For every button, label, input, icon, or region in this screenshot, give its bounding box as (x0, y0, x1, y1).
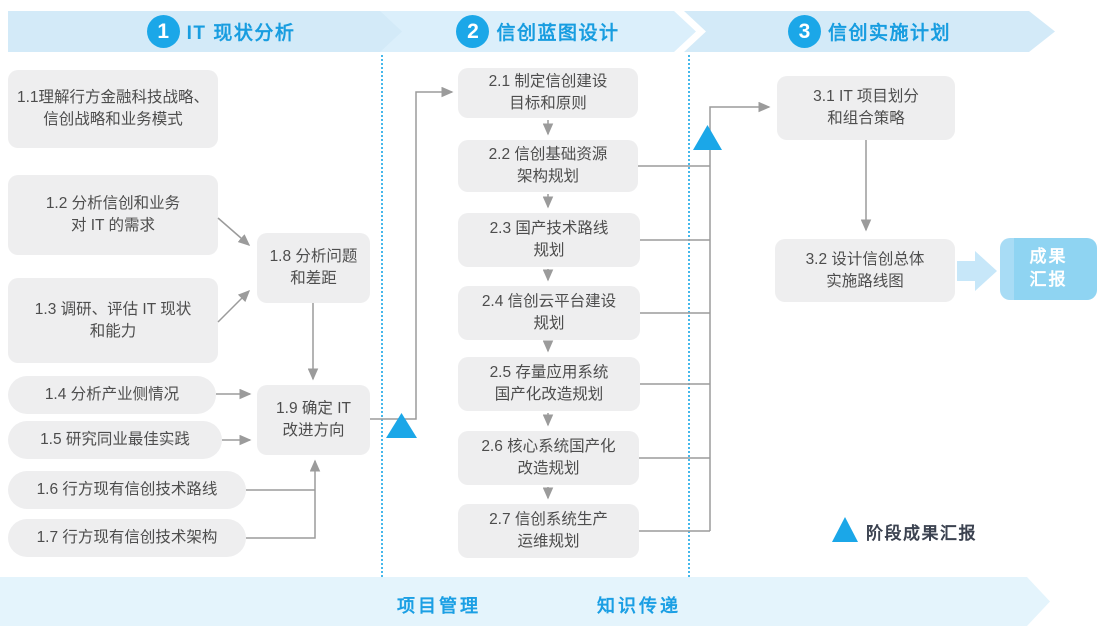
box-2-2: 2.2 信创基础资源 架构规划 (458, 140, 638, 192)
box-1-4: 1.4 分析产业侧情况 (8, 376, 216, 414)
phase-band-3: 3 信创实施计划 (684, 11, 1055, 52)
phase-number-badge-1: 1 (147, 15, 180, 48)
box-1-7: 1.7 行方现有信创技术架构 (8, 519, 246, 557)
box-1-5: 1.5 研究同业最佳实践 (8, 421, 222, 459)
box-2-3: 2.3 国产技术路线 规划 (458, 213, 640, 267)
phase-title-2: 信创蓝图设计 (496, 23, 620, 44)
milestone-triangle-icon-1 (386, 413, 417, 438)
footer-band (0, 577, 1050, 626)
box-1-9: 1.9 确定 IT 改进方向 (257, 385, 370, 455)
box-1-1: 1.1理解行方金融科技战略、 信创战略和业务模式 (8, 70, 218, 148)
phase-title-3: 信创实施计划 (827, 23, 951, 44)
box-2-5: 2.5 存量应用系统 国产化改造规划 (458, 357, 640, 411)
phase-band-2: 2 信创蓝图设计 (380, 11, 696, 52)
box-3-1: 3.1 IT 项目划分 和组合策略 (777, 76, 955, 140)
phase-band-1: 1 IT 现状分析 (8, 11, 412, 52)
phase-number-badge-3: 3 (788, 15, 821, 48)
result-arrow-icon (957, 251, 997, 291)
box-1-2: 1.2 分析信创和业务 对 IT 的需求 (8, 175, 218, 255)
footer-item-knowledge-transfer: 知识传递 (597, 596, 681, 616)
phase-number-badge-2: 2 (456, 15, 489, 48)
box-1-3: 1.3 调研、评估 IT 现状 和能力 (8, 278, 218, 363)
box-2-1: 2.1 制定信创建设 目标和原则 (458, 68, 638, 118)
legend-triangle-icon (832, 517, 858, 542)
box-2-4: 2.4 信创云平台建设 规划 (458, 286, 640, 340)
phase-divider-1 (381, 55, 383, 577)
box-2-7: 2.7 信创系统生产 运维规划 (458, 504, 639, 558)
footer-item-project-management: 项目管理 (397, 596, 481, 616)
box-3-2: 3.2 设计信创总体 实施路线图 (775, 239, 955, 302)
phase-title-1: IT 现状分析 (186, 23, 296, 44)
milestone-triangle-icon-2 (693, 125, 722, 150)
box-2-6: 2.6 核心系统国产化 改造规划 (458, 431, 639, 485)
box-1-6: 1.6 行方现有信创技术路线 (8, 471, 246, 509)
box-1-8: 1.8 分析问题 和差距 (257, 233, 370, 303)
result-report-box: 成果 汇报 (1000, 238, 1097, 300)
phase-divider-2 (688, 55, 690, 577)
legend-label: 阶段成果汇报 (866, 524, 977, 543)
